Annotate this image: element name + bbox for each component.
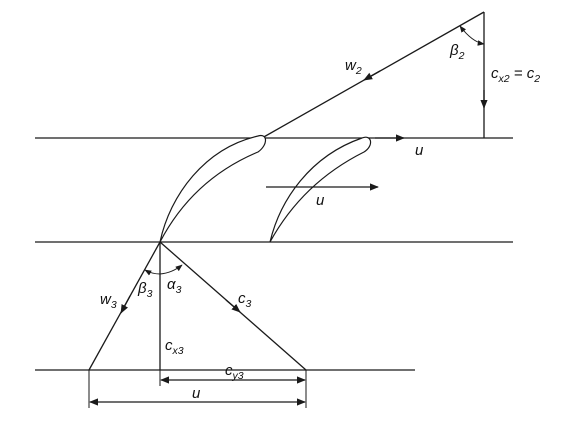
cx3-label: cx3 <box>165 337 184 357</box>
beta2-label: β2 <box>449 42 465 62</box>
beta2-angle-arc <box>459 25 485 46</box>
c3-label: c3 <box>238 290 252 310</box>
alpha3-angle-arc <box>159 264 183 275</box>
u-top-label: u <box>415 142 424 159</box>
w3-label: w3 <box>100 291 117 311</box>
cx2-label: cx2 = c2 <box>491 65 540 85</box>
blade-right <box>269 136 372 243</box>
w2-label: w2 <box>345 57 362 77</box>
cy3-label: cy3 <box>225 362 244 382</box>
w2-arrow <box>363 70 381 81</box>
w3-arrow <box>120 295 131 314</box>
u-mid-label: u <box>316 192 325 209</box>
u-bottom-label: u <box>192 385 201 402</box>
alpha3-label: α3 <box>167 276 182 296</box>
beta3-angle-arc <box>144 269 161 276</box>
beta3-label: β3 <box>137 280 153 300</box>
blade-left <box>159 134 267 243</box>
c3-arrow <box>225 299 241 313</box>
